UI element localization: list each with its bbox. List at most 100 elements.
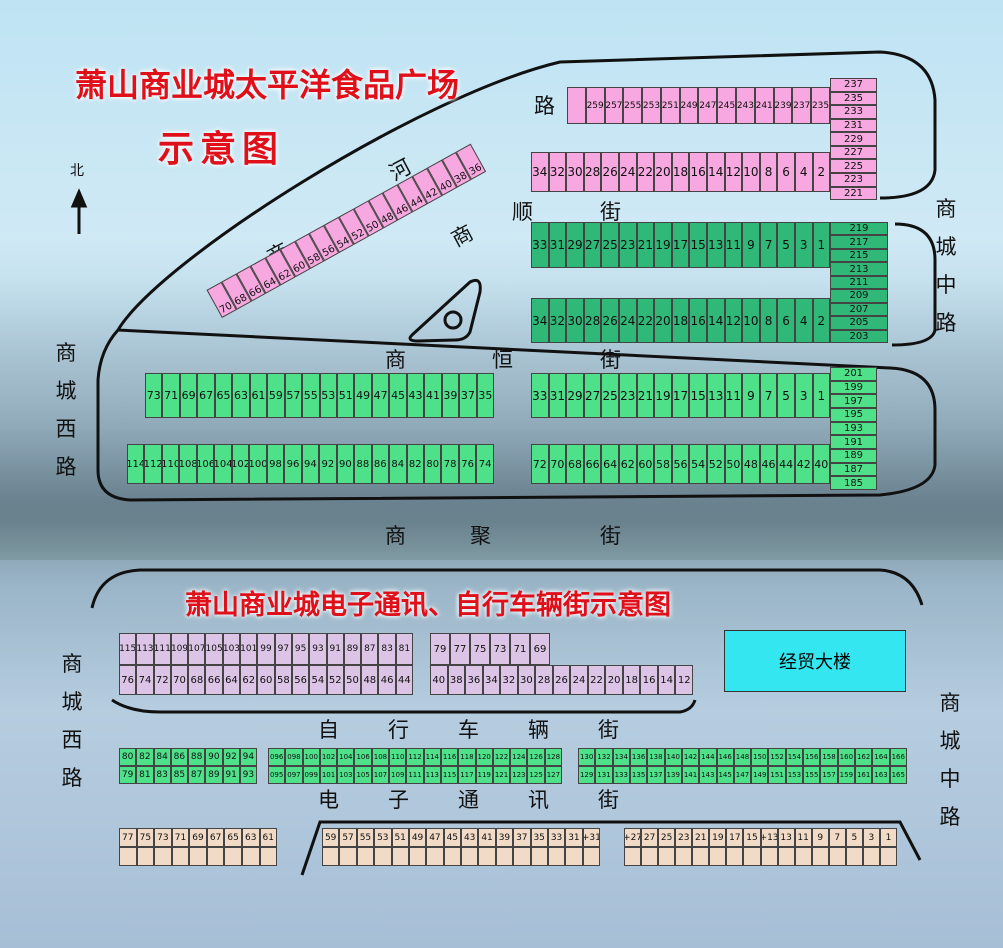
stall-cell[interactable]: 32 xyxy=(500,665,518,695)
stall-cell-empty[interactable] xyxy=(811,847,829,866)
stall-cell[interactable]: 70 xyxy=(170,665,189,695)
stall-cell[interactable]: 2 xyxy=(812,152,831,192)
stall-cell[interactable]: 69 xyxy=(179,373,198,418)
stall-cell[interactable]: 74 xyxy=(476,444,494,484)
stall-cell[interactable]: 60 xyxy=(636,444,655,484)
stall-cell-empty[interactable] xyxy=(206,847,225,866)
stall-cell[interactable]: 70 xyxy=(548,444,567,484)
stall-cell[interactable]: 77 xyxy=(450,633,470,665)
stall-cell[interactable]: 18 xyxy=(622,665,641,695)
stall-cell[interactable]: 55 xyxy=(356,828,375,847)
stall-cell[interactable]: 76 xyxy=(119,665,137,695)
stall-cell[interactable]: 5 xyxy=(777,373,795,418)
stall-cell[interactable]: 154 xyxy=(785,748,804,766)
stall-cell-empty[interactable] xyxy=(408,847,427,866)
stall-cell[interactable]: 53 xyxy=(374,828,392,847)
stall-cell[interactable]: 23 xyxy=(618,222,637,268)
stall-cell[interactable]: 106 xyxy=(354,748,372,766)
stall-cell[interactable]: 77 xyxy=(119,828,137,847)
stall-cell[interactable]: 44 xyxy=(777,444,795,484)
stall-cell-empty[interactable] xyxy=(259,847,278,866)
stall-cell[interactable]: 17 xyxy=(726,828,744,847)
stall-cell[interactable]: 73 xyxy=(145,373,163,418)
stall-cell[interactable]: 13 xyxy=(706,222,725,268)
stall-cell[interactable]: 257 xyxy=(604,87,624,124)
stall-cell[interactable]: 57 xyxy=(339,828,357,847)
stall-cell[interactable]: 1 xyxy=(879,828,897,847)
stall-cell[interactable]: 164 xyxy=(872,748,890,766)
stall-cell[interactable]: 52 xyxy=(326,665,344,695)
trade-building[interactable]: 经贸大楼 xyxy=(724,630,906,692)
stall-cell[interactable]: 150 xyxy=(751,748,769,766)
stall-cell[interactable]: 199 xyxy=(830,380,877,395)
stall-cell[interactable]: 25 xyxy=(601,222,619,268)
stall-cell[interactable]: 135 xyxy=(629,766,648,784)
stall-cell[interactable]: 100 xyxy=(249,444,267,484)
stall-cell[interactable]: 51 xyxy=(391,828,409,847)
stall-cell[interactable]: 10 xyxy=(742,152,760,192)
stall-cell[interactable]: 67 xyxy=(197,373,215,418)
stall-cell[interactable]: 88 xyxy=(354,444,372,484)
stall-cell[interactable]: 90 xyxy=(205,748,223,766)
stall-cell[interactable]: 133 xyxy=(612,766,630,784)
stall-cell[interactable]: 84 xyxy=(153,748,171,766)
stall-cell[interactable]: 84 xyxy=(389,444,407,484)
stall-cell[interactable]: 151 xyxy=(768,766,786,784)
stall-cell[interactable]: 195 xyxy=(830,408,877,422)
stall-cell[interactable]: 82 xyxy=(136,748,154,766)
stall-cell-empty[interactable] xyxy=(709,847,727,866)
stall-cell[interactable]: 48 xyxy=(361,665,379,695)
stall-cell[interactable]: 209 xyxy=(830,289,888,303)
stall-cell[interactable]: 139 xyxy=(664,766,682,784)
stall-cell[interactable]: 21 xyxy=(636,222,655,268)
stall-cell[interactable]: 44 xyxy=(395,665,414,695)
stall-cell[interactable]: 71 xyxy=(171,828,190,847)
stall-cell[interactable]: 245 xyxy=(717,87,737,124)
stall-cell[interactable]: 27 xyxy=(641,828,659,847)
stall-cell[interactable]: 26 xyxy=(601,152,619,192)
stall-cell[interactable]: 103 xyxy=(337,766,355,784)
stall-cell[interactable]: 37 xyxy=(513,828,531,847)
stall-cell[interactable]: 227 xyxy=(830,145,877,160)
stall-cell[interactable]: 211 xyxy=(830,275,888,290)
stall-cell[interactable]: 87 xyxy=(188,766,206,784)
stall-cell-empty[interactable] xyxy=(513,847,531,866)
stall-cell[interactable]: 110 xyxy=(161,444,180,484)
stall-cell[interactable]: 098 xyxy=(285,748,303,766)
stall-cell[interactable]: 138 xyxy=(647,748,665,766)
stall-cell[interactable]: 187 xyxy=(830,462,877,477)
stall-cell[interactable]: 9 xyxy=(742,373,760,418)
stall-cell[interactable]: 91 xyxy=(222,766,240,784)
stall-cell[interactable]: 89 xyxy=(205,766,223,784)
stall-cell[interactable]: 15 xyxy=(689,222,707,268)
stall-cell[interactable]: 32 xyxy=(548,298,567,343)
stall-cell[interactable]: 89 xyxy=(343,633,362,665)
stall-cell[interactable]: 105 xyxy=(205,633,223,665)
stall-cell[interactable]: 118 xyxy=(458,748,476,766)
stall-cell[interactable]: 30 xyxy=(566,298,584,343)
stall-cell[interactable]: 28 xyxy=(583,298,602,343)
stall-cell[interactable]: 166 xyxy=(889,748,907,766)
stall-cell[interactable]: 7 xyxy=(828,828,846,847)
stall-cell[interactable]: 11 xyxy=(794,828,812,847)
stall-cell[interactable]: 48 xyxy=(742,444,760,484)
stall-cell[interactable]: 71 xyxy=(510,633,530,665)
stall-cell[interactable] xyxy=(567,87,586,124)
stall-cell-empty[interactable] xyxy=(845,847,863,866)
stall-cell[interactable]: 64 xyxy=(601,444,619,484)
stall-cell[interactable]: 146 xyxy=(716,748,734,766)
stall-cell[interactable]: 13 xyxy=(706,373,725,418)
stall-cell[interactable]: 85 xyxy=(170,766,188,784)
stall-cell[interactable]: 137 xyxy=(647,766,665,784)
stall-cell[interactable]: 11 xyxy=(724,373,743,418)
stall-cell[interactable]: 4 xyxy=(794,298,813,343)
stall-cell[interactable]: 80 xyxy=(119,748,137,766)
stall-cell[interactable]: 108 xyxy=(371,748,390,766)
stall-cell[interactable]: 31 xyxy=(548,222,567,268)
stall-cell[interactable]: 243 xyxy=(736,87,755,124)
stall-cell[interactable]: 157 xyxy=(820,766,838,784)
stall-cell[interactable]: 22 xyxy=(636,152,655,192)
stall-cell[interactable]: 105 xyxy=(354,766,372,784)
stall-cell[interactable]: 46 xyxy=(759,444,778,484)
stall-cell[interactable]: 132 xyxy=(595,748,613,766)
